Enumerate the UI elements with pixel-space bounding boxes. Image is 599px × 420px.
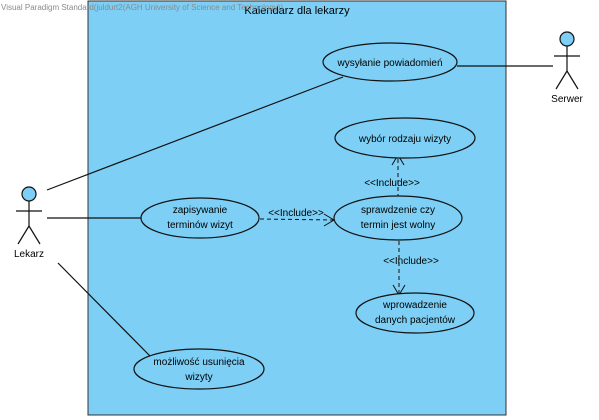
- use-case-label-line1: zapisywanie: [173, 205, 228, 216]
- include-label-sprawdzenie-wprowadzenie: <<Include>>: [383, 256, 439, 267]
- use-case-label: wysyłanie powiadomień: [336, 58, 442, 69]
- use-case-label-line2: termin jest wolny: [361, 220, 435, 231]
- actor-head-icon: [21, 186, 37, 202]
- association-lekarz-powiadomienia: [46, 76, 344, 191]
- use-case-label-line1: możliwość usunięcia: [153, 357, 245, 368]
- use-case-label-line2: wizyty: [184, 372, 212, 383]
- watermark-text: Visual Paradigm Standard(juldurt2(AGH Un…: [1, 3, 283, 12]
- include-label-zapisywanie-sprawdzenie: <<Include>>: [268, 208, 324, 219]
- actor-label-lekarz: Lekarz: [14, 249, 44, 260]
- actor-lekarz[interactable]: Lekarz: [14, 186, 44, 260]
- use-case-sprawdzenie-terminu[interactable]: sprawdzenie czy termin jest wolny: [333, 195, 463, 241]
- use-case-label-line2: danych pacjentów: [375, 315, 456, 326]
- use-case-wysylanie-powiadomien[interactable]: wysyłanie powiadomień: [322, 42, 458, 82]
- actor-stick-figure-icon: [554, 46, 580, 90]
- include-line-zapisywanie-sprawdzenie: [259, 218, 335, 221]
- use-case-usuniecie-wizyty[interactable]: możliwość usunięcia wizyty: [133, 348, 265, 390]
- use-case-label-line1: sprawdzenie czy: [361, 205, 435, 216]
- use-case-wprowadzenie-danych[interactable]: wprowadzenie danych pacjentów: [355, 292, 475, 334]
- actor-head-icon: [559, 31, 575, 47]
- actor-label-serwer: Serwer: [551, 94, 583, 105]
- actor-serwer[interactable]: Serwer: [551, 31, 584, 105]
- use-case-label-line1: wprowadzenie: [382, 300, 447, 311]
- use-case-label-line2: terminów wizyt: [167, 220, 233, 231]
- system-title: Kalendarz dla lekarzy: [244, 5, 350, 17]
- association-lekarz-usuniecie: [57, 262, 151, 357]
- use-case-wybor-rodzaju-wizyty[interactable]: wybór rodzaju wizyty: [334, 117, 476, 159]
- use-case-label: wybór rodzaju wizyty: [358, 134, 451, 145]
- actor-stick-figure-icon: [16, 201, 42, 245]
- use-case-zapisywanie-terminow[interactable]: zapisywanie terminów wizyt: [140, 197, 260, 239]
- include-label-sprawdzenie-wybor: <<Include>>: [364, 178, 420, 189]
